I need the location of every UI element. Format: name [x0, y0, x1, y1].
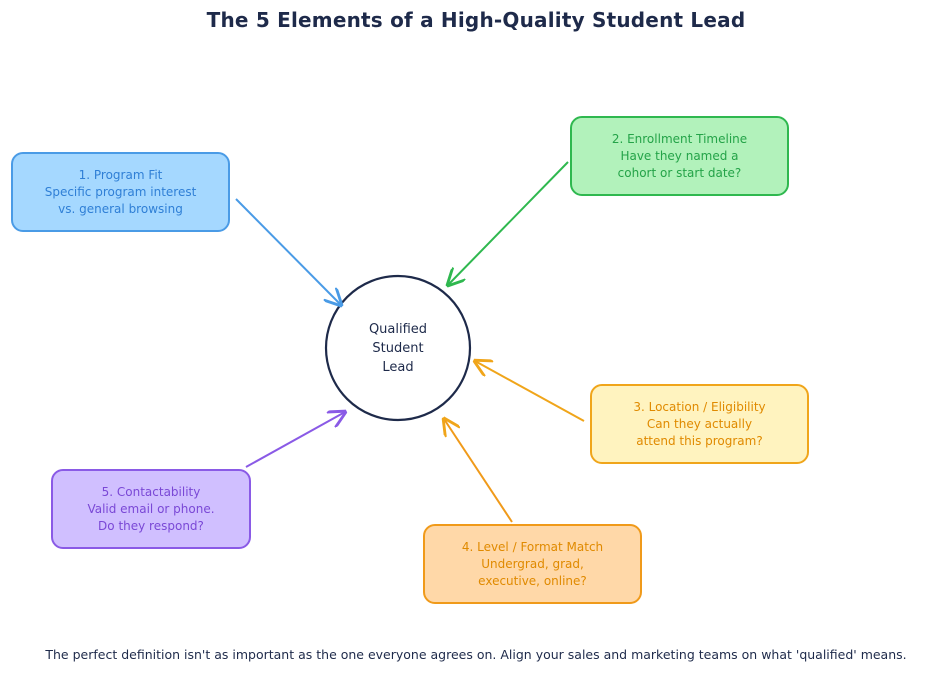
footer-note: The perfect definition isn't as importan… — [45, 647, 907, 662]
element-box-location-eligibility: 3. Location / Eligibility Can they actua… — [590, 384, 809, 464]
arrow-location-eligibility — [475, 361, 585, 422]
element-text: Do they respond? — [98, 518, 204, 533]
element-text: cohort or start date? — [617, 165, 742, 180]
element-heading: 4. Level / Format Match — [461, 539, 604, 554]
element-box-contactability: 5. Contactability Valid email or phone. … — [51, 469, 251, 549]
diagram-title: The 5 Elements of a High-Quality Student… — [206, 8, 746, 32]
arrow-level-format — [444, 419, 513, 523]
element-heading: 5. Contactability — [101, 484, 201, 499]
element-box-program-fit: 1. Program Fit Specific program interest… — [11, 152, 230, 232]
element-text: Have they named a — [620, 148, 739, 163]
element-text: Specific program interest — [44, 184, 197, 199]
center-circle — [324, 274, 472, 422]
element-text: Can they actually — [646, 416, 753, 431]
element-text: Undergrad, grad, — [481, 556, 584, 571]
element-text: vs. general browsing — [58, 201, 183, 216]
arrow-program-fit — [235, 198, 341, 305]
center-label-line: Lead — [382, 359, 414, 375]
center-label-line: Qualified — [368, 321, 428, 337]
element-box-enrollment-timeline: 2. Enrollment Timeline Have they named a… — [570, 116, 789, 196]
arrow-contactability — [245, 412, 345, 468]
element-heading: 1. Program Fit — [78, 167, 163, 182]
element-text: executive, online? — [478, 573, 587, 588]
element-text: attend this program? — [636, 433, 763, 448]
center-label-line: Student — [372, 340, 424, 356]
element-heading: 3. Location / Eligibility — [633, 399, 766, 414]
element-box-level-format-match: 4. Level / Format Match Undergrad, grad,… — [423, 524, 642, 604]
element-text: Valid email or phone. — [87, 501, 215, 516]
element-heading: 2. Enrollment Timeline — [611, 131, 748, 146]
center-label: Qualified Student Lead — [325, 275, 471, 421]
arrow-enrollment-timeline — [448, 161, 569, 285]
